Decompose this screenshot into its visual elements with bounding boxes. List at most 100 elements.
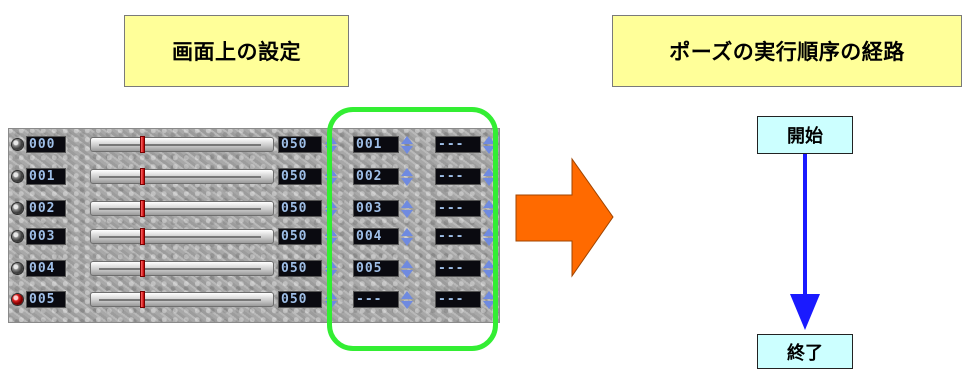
spinner-down-icon[interactable]: [325, 301, 337, 309]
branch-pose-display: ---: [435, 168, 481, 185]
spinner-up-icon[interactable]: [401, 200, 413, 208]
spinner-up-icon[interactable]: [325, 136, 337, 144]
next-pose-display: 002: [353, 168, 399, 185]
next-pose-display: 005: [353, 260, 399, 277]
branch-pose-spinner[interactable]: [482, 168, 496, 186]
speed-spinner[interactable]: [324, 228, 338, 246]
led-indicator-icon[interactable]: [12, 171, 23, 182]
spinner-down-icon[interactable]: [483, 238, 495, 246]
spinner-up-icon[interactable]: [401, 260, 413, 268]
slider-thumb[interactable]: [140, 260, 145, 277]
spinner-down-icon[interactable]: [401, 146, 413, 154]
pose-index-display: 002: [26, 200, 66, 217]
spinner-up-icon[interactable]: [483, 168, 495, 176]
spinner-down-icon[interactable]: [483, 146, 495, 154]
spinner-up-icon[interactable]: [325, 200, 337, 208]
led-indicator-icon[interactable]: [12, 203, 23, 214]
branch-pose-spinner[interactable]: [482, 136, 496, 154]
next-pose-display: 001: [353, 136, 399, 153]
caption-pose-order-path: ポーズの実行順序の経路: [612, 15, 962, 87]
slider-groove: [99, 299, 261, 301]
spinner-down-icon[interactable]: [325, 146, 337, 154]
spinner-up-icon[interactable]: [483, 200, 495, 208]
spinner-down-icon[interactable]: [483, 210, 495, 218]
pose-index-display: 000: [26, 136, 66, 153]
spinner-down-icon[interactable]: [401, 301, 413, 309]
slider-thumb[interactable]: [140, 291, 145, 308]
slider-groove: [99, 268, 261, 270]
slider-groove: [99, 176, 261, 178]
speed-slider[interactable]: [90, 291, 274, 308]
spinner-down-icon[interactable]: [483, 270, 495, 278]
pose-index-display: 005: [26, 291, 66, 308]
pose-index-display: 003: [26, 228, 66, 245]
spinner-up-icon[interactable]: [401, 136, 413, 144]
speed-spinner[interactable]: [324, 200, 338, 218]
speed-spinner[interactable]: [324, 260, 338, 278]
spinner-down-icon[interactable]: [401, 178, 413, 186]
branch-pose-display: ---: [435, 228, 481, 245]
slider-thumb[interactable]: [140, 168, 145, 185]
branch-pose-display: ---: [435, 260, 481, 277]
led-indicator-icon[interactable]: [12, 139, 23, 150]
spinner-down-icon[interactable]: [483, 301, 495, 309]
branch-pose-spinner[interactable]: [482, 260, 496, 278]
speed-spinner[interactable]: [324, 291, 338, 309]
spinner-down-icon[interactable]: [325, 178, 337, 186]
led-indicator-icon[interactable]: [12, 263, 23, 274]
led-indicator-icon[interactable]: [12, 231, 23, 242]
speed-spinner[interactable]: [324, 136, 338, 154]
spinner-up-icon[interactable]: [325, 168, 337, 176]
spinner-up-icon[interactable]: [401, 168, 413, 176]
speed-value-display: 050: [278, 168, 322, 185]
speed-slider[interactable]: [90, 136, 274, 153]
spinner-down-icon[interactable]: [401, 270, 413, 278]
spinner-up-icon[interactable]: [325, 291, 337, 299]
slider-thumb[interactable]: [140, 200, 145, 217]
next-pose-spinner[interactable]: [400, 168, 414, 186]
spinner-down-icon[interactable]: [401, 210, 413, 218]
flow-start-box: 開始: [757, 116, 853, 154]
spinner-down-icon[interactable]: [401, 238, 413, 246]
spinner-down-icon[interactable]: [325, 210, 337, 218]
slider-groove: [99, 144, 261, 146]
speed-slider[interactable]: [90, 200, 274, 217]
branch-pose-spinner[interactable]: [482, 291, 496, 309]
branch-pose-spinner[interactable]: [482, 228, 496, 246]
spinner-up-icon[interactable]: [325, 260, 337, 268]
spinner-up-icon[interactable]: [483, 260, 495, 268]
spinner-down-icon[interactable]: [325, 238, 337, 246]
next-pose-display: 003: [353, 200, 399, 217]
spinner-down-icon[interactable]: [325, 270, 337, 278]
spinner-up-icon[interactable]: [401, 291, 413, 299]
branch-pose-spinner[interactable]: [482, 200, 496, 218]
spinner-up-icon[interactable]: [483, 228, 495, 236]
next-pose-spinner[interactable]: [400, 200, 414, 218]
pose-index-display: 004: [26, 260, 66, 277]
speed-slider[interactable]: [90, 168, 274, 185]
slider-thumb[interactable]: [140, 228, 145, 245]
slider-thumb[interactable]: [140, 136, 145, 153]
spinner-up-icon[interactable]: [325, 228, 337, 236]
flow-arrow: [790, 154, 820, 330]
next-pose-spinner[interactable]: [400, 260, 414, 278]
speed-slider[interactable]: [90, 228, 274, 245]
slider-groove: [99, 236, 261, 238]
spinner-down-icon[interactable]: [483, 178, 495, 186]
next-pose-spinner[interactable]: [400, 136, 414, 154]
spinner-up-icon[interactable]: [483, 291, 495, 299]
spinner-up-icon[interactable]: [483, 136, 495, 144]
branch-pose-display: ---: [435, 136, 481, 153]
next-pose-spinner[interactable]: [400, 291, 414, 309]
branch-pose-display: ---: [435, 291, 481, 308]
speed-slider[interactable]: [90, 260, 274, 277]
speed-value-display: 050: [278, 136, 322, 153]
led-indicator-icon[interactable]: [12, 294, 23, 305]
spinner-up-icon[interactable]: [401, 228, 413, 236]
speed-spinner[interactable]: [324, 168, 338, 186]
next-pose-spinner[interactable]: [400, 228, 414, 246]
